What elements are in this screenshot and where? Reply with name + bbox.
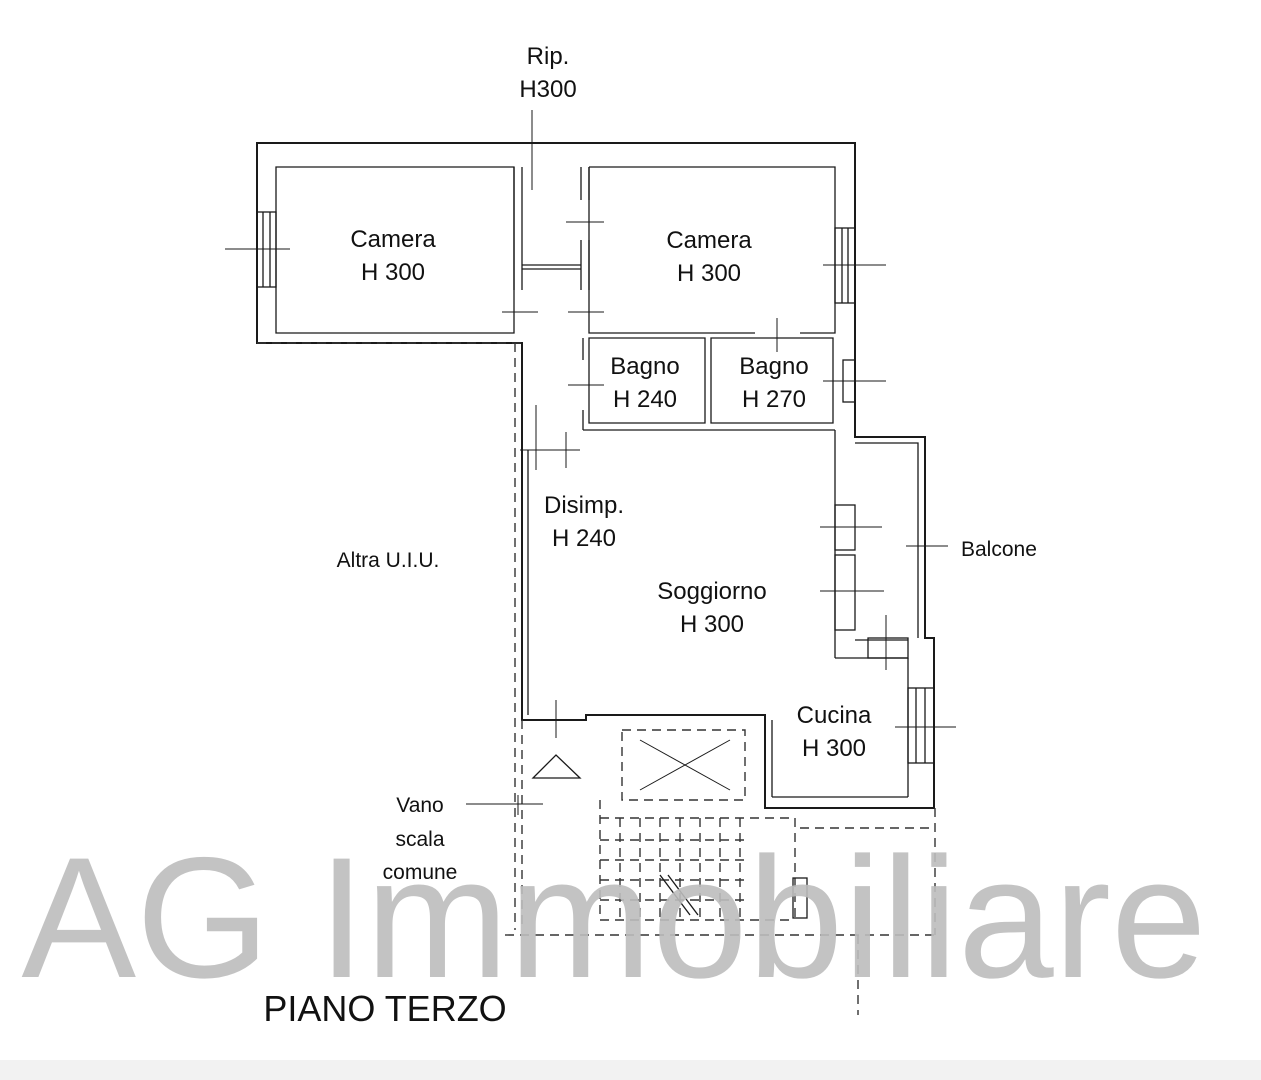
room-name: Cucina [797,702,872,729]
room-bagno-right: Bagno H 270 [739,353,808,413]
room-bagno-left: Bagno H 240 [610,353,679,413]
balcone-label: Balcone [961,538,1037,561]
bottom-strip [0,1060,1261,1080]
room-height: H 270 [742,386,806,413]
room-ripostiglio: Rip. H300 [519,43,576,103]
room-name: Bagno [610,353,679,380]
room-height: H 300 [802,735,866,762]
dashed-boundaries [257,342,936,1015]
room-height: H 240 [552,525,616,552]
room-height: H 300 [677,260,741,287]
floor-title: PIANO TERZO [263,988,506,1029]
room-camera-left: Camera H 300 [350,226,436,286]
room-name: Rip. [527,43,570,70]
room-height: H 300 [680,611,744,638]
room-soggiorno: Soggiorno H 300 [657,578,766,638]
room-height: H300 [519,76,576,103]
room-cucina: Cucina H 300 [797,702,872,762]
room-name: Bagno [739,353,808,380]
room-name: Disimp. [544,492,624,519]
room-height: H 240 [613,386,677,413]
windows [256,211,935,764]
vano-scala-label: Vano scala comune [383,794,458,884]
vano-line-1: Vano [396,794,444,817]
watermark: AG Immobiliare [21,822,1206,1014]
room-height: H 300 [361,259,425,286]
room-name: Soggiorno [657,578,766,605]
room-name: Camera [666,227,752,254]
room-name: Camera [350,226,436,253]
label-ticks [225,110,956,815]
room-camera-right: Camera H 300 [666,227,752,287]
vano-line-3: comune [383,861,458,884]
vano-line-2: scala [395,828,444,851]
room-disimpegno: Disimp. H 240 [544,492,624,552]
altra-uiu-label: Altra U.I.U. [337,549,440,572]
